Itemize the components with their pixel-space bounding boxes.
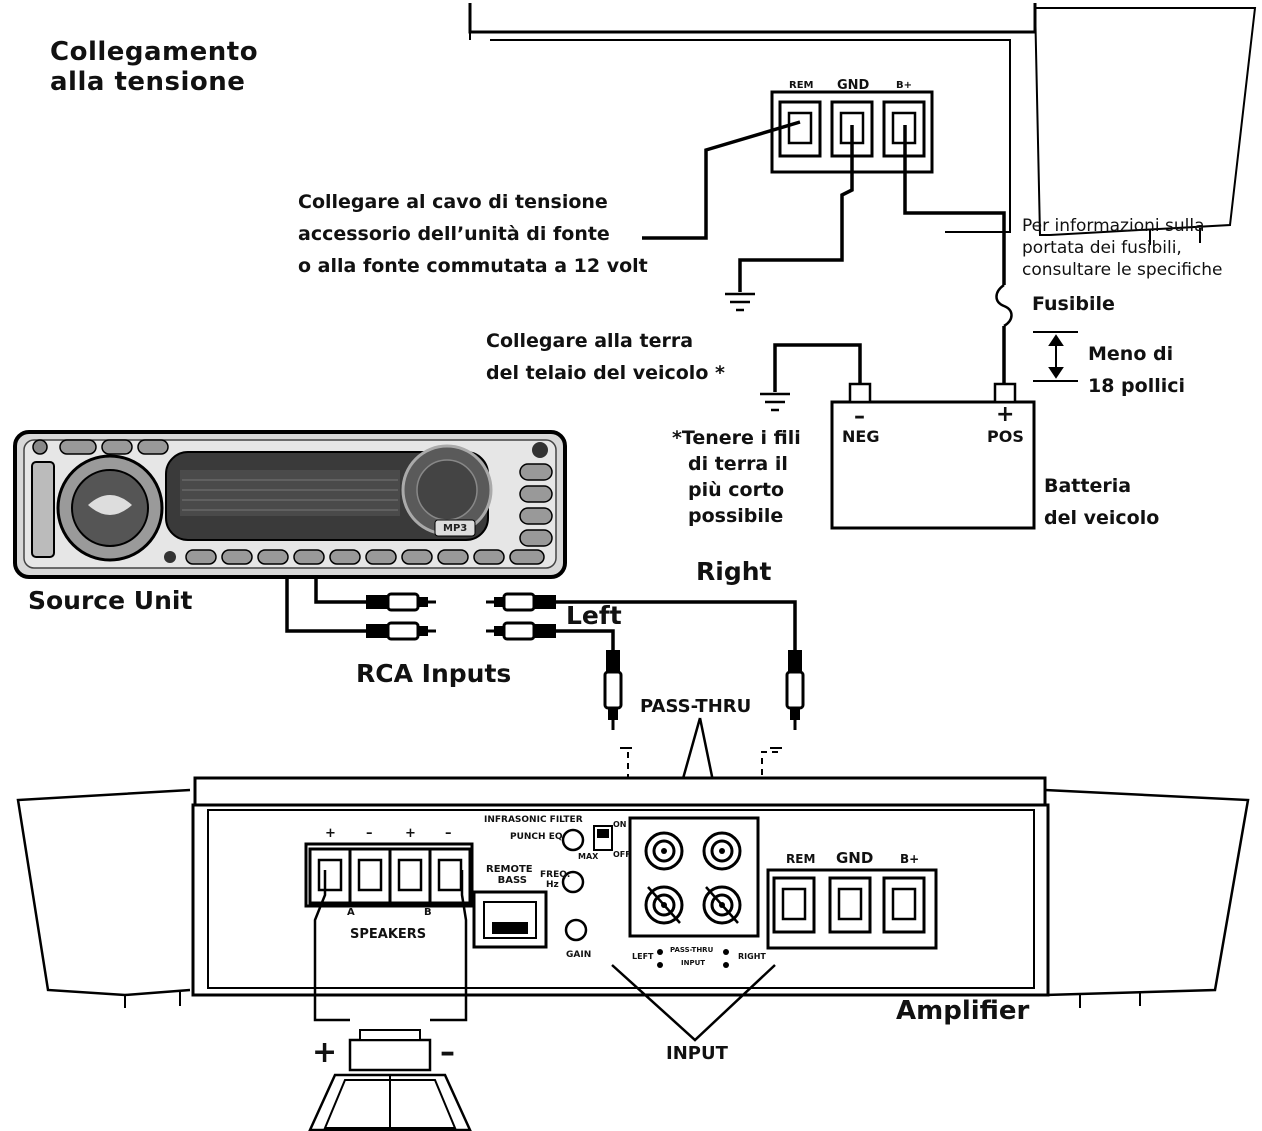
rca-left-label: Left (566, 601, 622, 630)
speaker-positive-label: + (312, 1035, 338, 1070)
pass-thru-label: PASS-THRU (640, 696, 752, 717)
chassis-ground-note-line1: Collegare alla terra (486, 330, 694, 352)
spk-channel-b: B (424, 907, 432, 918)
rca-cable-left (556, 629, 615, 650)
head-unit-mp3-badge: MP3 (443, 523, 468, 534)
ground-length-tip-line2: di terra il (688, 453, 788, 475)
input-left-label: LEFT (632, 952, 654, 961)
spk-sign-3: + (405, 826, 416, 841)
amplifier-label: Amplifier (896, 996, 1030, 1026)
source-unit-graphic (13, 430, 567, 579)
top-bplus-label: B+ (896, 80, 913, 91)
rca-cable-left-source (285, 577, 366, 633)
amp-rem-label: REM (786, 852, 816, 866)
amp-bplus-label: B+ (900, 852, 920, 866)
amp-gnd-label: GND (836, 849, 874, 867)
gain-label: GAIN (566, 950, 592, 960)
fuse-symbol (995, 283, 1013, 328)
power-wire (903, 125, 1006, 285)
spk-channel-a: A (347, 907, 355, 918)
distance-arrow (1033, 331, 1078, 382)
battery-label-line2: del veicolo (1044, 507, 1160, 529)
chassis-ground-note: Collegare alla terra del telaio del veic… (486, 325, 725, 389)
remote-bass-label-line1: REMOTE (486, 864, 533, 875)
speaker-wire-negative (430, 870, 468, 1022)
battery-neg-label: NEG (842, 427, 880, 446)
ground-wire-battery (773, 343, 862, 392)
ground-wire-top (738, 125, 854, 292)
top-rem-label: REM (789, 80, 814, 91)
remote-bass-label: REMOTE BASS (486, 864, 533, 886)
diagram-title: Collegamento alla tensione (50, 37, 259, 98)
freq-label-line1: FREQ. (540, 870, 571, 880)
punch-eq-label: PUNCH EQ (510, 832, 563, 842)
remote-wire-note-line1: Collegare al cavo di tensione (298, 191, 608, 213)
fuse-rating-note: Per informazioni sulla portata dei fusib… (1022, 215, 1223, 281)
spk-sign-1: + (325, 826, 336, 841)
fuse-label: Fusibile (1032, 293, 1115, 315)
amplifier-graphic (16, 776, 1250, 1008)
spk-sign-2: – (366, 826, 373, 841)
speaker-negative-label: – (440, 1035, 455, 1070)
ground-symbol-battery (760, 392, 790, 412)
ground-length-tip-line4: possibile (688, 505, 784, 527)
distance-note: Meno di 18 pollici (1088, 338, 1185, 402)
battery-pos-label: POS (987, 427, 1024, 446)
rca-right-label: Right (696, 557, 772, 586)
panel-pass-thru-label: PASS-THRU (670, 946, 714, 954)
switch-off-label: OFF (613, 850, 631, 859)
punch-max-label: MAX (578, 852, 599, 861)
diagram-title-line1: Collegamento (50, 37, 259, 67)
remote-wire (642, 120, 801, 240)
remote-bass-label-line2: BASS (497, 875, 527, 886)
remote-wire-note-line3: o alla fonte commutata a 12 volt (298, 255, 648, 277)
top-gnd-label: GND (837, 78, 870, 93)
ground-length-tip: *Tenere i fili di terra il più corto pos… (672, 425, 801, 529)
speakers-label: SPEAKERS (350, 927, 427, 942)
freq-label: FREQ. Hz (540, 870, 570, 890)
ground-length-tip-line3: più corto (688, 479, 785, 501)
speaker-wire-positive (313, 870, 350, 1022)
remote-wire-note-line2: accessorio dell’unità di fonte (298, 223, 610, 245)
fuse-rating-note-line1: Per informazioni sulla (1022, 216, 1205, 236)
spk-sign-4: – (445, 826, 452, 841)
battery-pos-symbol: + (996, 402, 1015, 427)
switch-on-label: ON (613, 820, 627, 829)
input-right-label: RIGHT (738, 952, 766, 961)
distance-note-line1: Meno di (1088, 343, 1174, 365)
distance-note-line2: 18 pollici (1088, 375, 1186, 397)
rca-cable-right (556, 600, 797, 650)
fuse-rating-note-line2: portata dei fusibili, (1022, 238, 1182, 258)
remote-wire-note: Collegare al cavo di tensione accessorio… (298, 186, 648, 282)
infrasonic-label: INFRASONIC FILTER (484, 815, 583, 825)
chassis-ground-note-line2: del telaio del veicolo * (486, 362, 725, 384)
battery-label: Batteria del veicolo (1044, 470, 1159, 534)
battery-neg-symbol: – (854, 404, 865, 429)
rca-inputs-label: RCA Inputs (356, 659, 512, 688)
source-unit-label: Source Unit (28, 586, 193, 615)
rca-cable-right-source (314, 577, 366, 604)
speaker-graphic (308, 1029, 472, 1131)
battery-label-line1: Batteria (1044, 475, 1132, 497)
freq-label-line2: Hz (546, 880, 559, 890)
input-label: INPUT (666, 1043, 728, 1064)
ground-symbol-top (725, 292, 755, 312)
fuse-rating-note-line3: consultare le specifiche (1022, 260, 1223, 280)
vehicle-battery (830, 382, 1036, 530)
diagram-title-line2: alla tensione (50, 66, 246, 97)
panel-input-label: INPUT (681, 959, 706, 967)
ground-length-tip-line1: *Tenere i fili (672, 427, 801, 449)
